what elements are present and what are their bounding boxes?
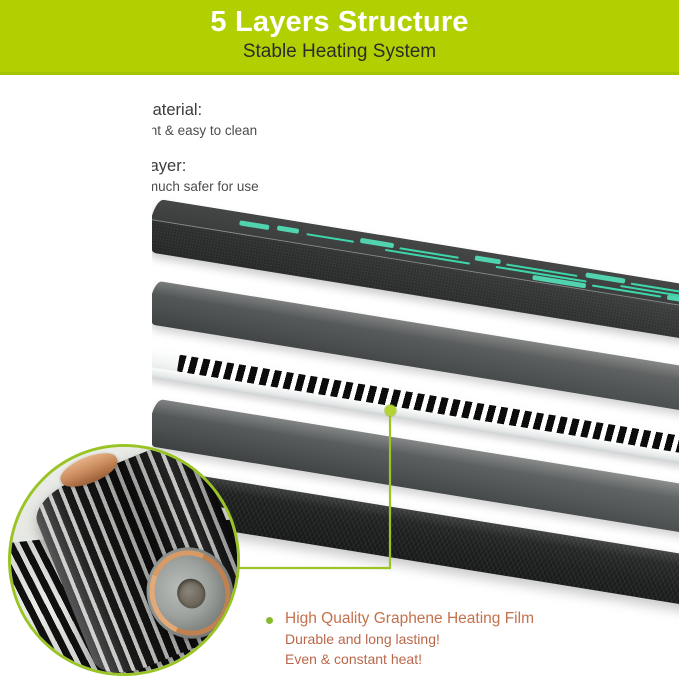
bullet-dot-icon [266,617,273,624]
callout-anchor-dot-icon [385,405,396,416]
graphene-film-inset-photo [8,444,240,676]
bottom-callout-text: High Quality Graphene Heating Film Durab… [266,608,666,669]
header-banner [0,0,679,75]
banner-underline [0,72,679,75]
bottom-callout-title: High Quality Graphene Heating Film [285,610,534,627]
bottom-callout-line-2: Even & constant heat! [285,651,422,667]
bottom-callout-line-1: Durable and long lasting! [285,631,440,647]
page-title: 5 Layers Structure [210,6,469,38]
page-subtitle: Stable Heating System [242,41,437,62]
